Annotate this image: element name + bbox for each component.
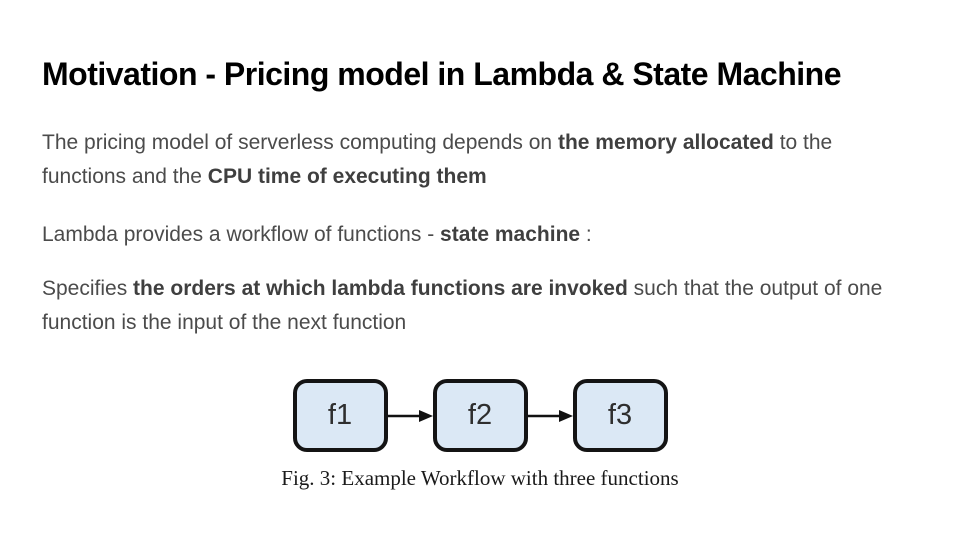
text-run: Specifies (42, 277, 134, 300)
text-run: The pricing model of serverless computin… (42, 131, 558, 154)
node-label: f2 (467, 399, 493, 431)
text-run-bold: CPU time of executing them (207, 165, 487, 188)
right-arrow-icon (387, 409, 433, 422)
paragraph-pricing-model: The pricing model of serverless computin… (42, 126, 890, 194)
text-run: to the functions and the (42, 131, 833, 188)
workflow-figure: f1 f2 f3 Fig. 3: Example Workflow with t… (0, 379, 960, 491)
text-run-bold: the orders at which lambda functions are… (133, 277, 628, 300)
node-label: f1 (327, 399, 353, 431)
text-run-bold: state machine (440, 223, 581, 246)
workflow-node-f2: f2 (432, 379, 528, 452)
slide-content: Motivation - Pricing model in Lambda & S… (42, 52, 890, 340)
text-run: : (580, 223, 592, 246)
paragraph-state-machine: Lambda provides a workflow of functions … (42, 218, 890, 252)
workflow-node-f1: f1 (292, 379, 388, 452)
workflow-diagram: f1 f2 f3 (292, 379, 668, 452)
text-run-bold: the memory allocated (557, 131, 774, 154)
figure-caption: Fig. 3: Example Workflow with three func… (281, 466, 679, 490)
paragraph-invocation-order: Specifies the orders at which lambda fun… (42, 272, 890, 340)
slide-title: Motivation - Pricing model in Lambda & S… (42, 56, 841, 92)
workflow-node-f3: f3 (572, 379, 668, 452)
node-label: f3 (607, 399, 633, 431)
right-arrow-icon (527, 409, 573, 422)
text-run: Lambda provides a workflow of functions … (42, 223, 441, 246)
text-run: such that the output of one function is … (42, 277, 883, 334)
